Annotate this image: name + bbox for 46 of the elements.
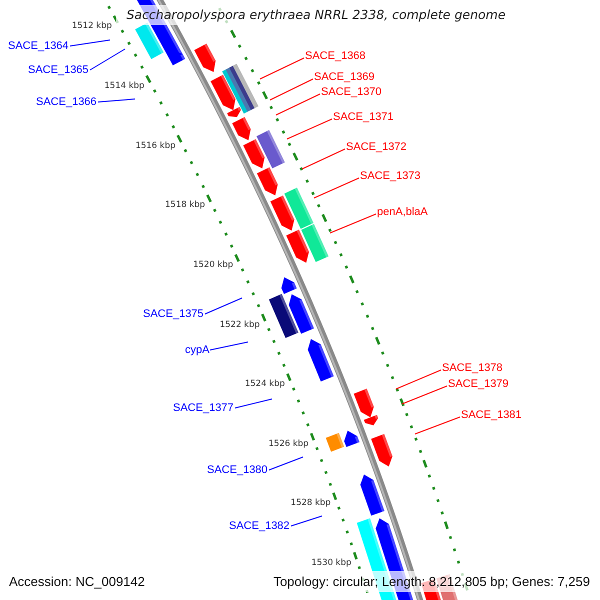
scale-label: 1512 kbp	[72, 21, 112, 32]
scale-label: 1522 kbp	[220, 320, 260, 331]
scale-label: 1528 kbp	[290, 498, 331, 510]
gene-label: SACE_1372	[346, 140, 407, 154]
scale-label: 1526 kbp	[268, 438, 309, 450]
leader-line	[286, 118, 332, 140]
leader-line	[268, 456, 304, 470]
gene-label: SACE_1365	[28, 63, 89, 77]
leader-line	[90, 48, 126, 70]
gene-label: SACE_1380	[207, 463, 268, 477]
gene-label: SACE_1370	[321, 85, 382, 99]
gene-label: SACE_1379	[448, 377, 509, 391]
scale-label: 1524 kbp	[244, 379, 285, 390]
gene-label: SACE_1371	[333, 110, 394, 124]
scale-label: 1520 kbp	[193, 260, 234, 272]
scale-label: 1514 kbp	[104, 81, 144, 92]
gene-label: cypA	[185, 343, 210, 357]
scale-label: 1518 kbp	[165, 200, 206, 212]
leader-line	[396, 370, 442, 390]
scale-label: 1530 kbp	[311, 558, 352, 569]
gene-label: SACE_1375	[143, 307, 204, 321]
gene-label: SACE_1373	[360, 169, 421, 183]
leader-line	[314, 178, 360, 198]
leader-line	[302, 148, 346, 170]
leader-line	[276, 94, 320, 116]
leader-line	[330, 214, 376, 234]
gene-label: penA,blaA	[377, 205, 428, 219]
leader-line	[414, 416, 460, 434]
leader-line	[290, 516, 322, 526]
leader-line	[260, 58, 304, 80]
leader-line	[204, 298, 242, 314]
gene-label: SACE_1378	[442, 361, 503, 375]
leader-line	[98, 98, 136, 102]
gene-label: SACE_1377	[173, 401, 234, 415]
gene-label: SACE_1369	[314, 70, 375, 84]
leader-line	[234, 398, 272, 408]
gene-label: SACE_1381	[461, 408, 522, 422]
leader-line	[402, 386, 448, 404]
leader-line	[210, 342, 248, 350]
scale-label: 1516 kbp	[135, 140, 176, 152]
leader-line	[270, 78, 314, 100]
gene-label: SACE_1368	[305, 49, 366, 63]
gene-label: SACE_1366	[36, 95, 97, 109]
leader-line	[70, 40, 110, 46]
gene-label: SACE_1382	[229, 519, 290, 533]
gene-label: SACE_1364	[8, 39, 69, 53]
